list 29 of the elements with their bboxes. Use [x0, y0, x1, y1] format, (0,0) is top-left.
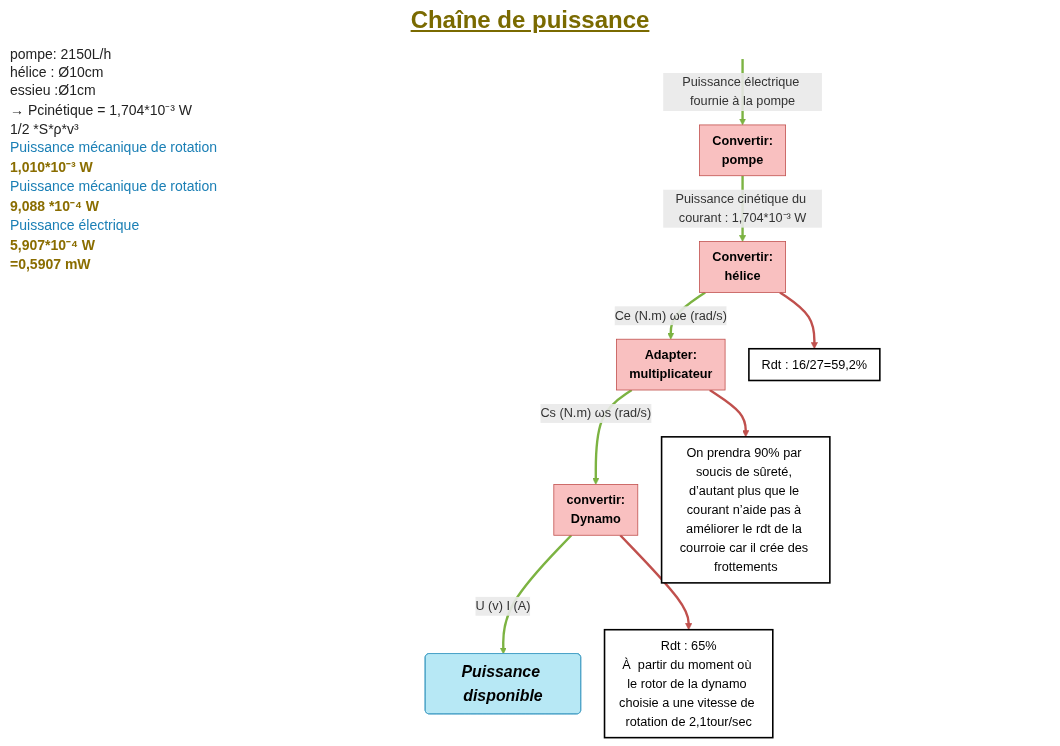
power-value: 9,088 *10⁻⁴ W [10, 197, 100, 215]
spec-note: → Pcinétique = 1,704*10⁻³ W [10, 101, 194, 119]
power-label: Puissance électrique [10, 217, 141, 233]
edge-label: Ce (N.m) ωe (rad/s) [614, 308, 727, 323]
node-box: Convertir: pompe [699, 124, 786, 177]
power-label: Puissance mécanique de rotation [10, 139, 219, 155]
edge-label: U (v) I (A) [475, 599, 531, 613]
node-box: Rdt : 16/27=59,2% [748, 347, 881, 382]
power-value: 5,907*10⁻⁴ W [10, 236, 97, 254]
edge-label: Cs (N.m) ωs (rad/s) [540, 406, 652, 420]
spec-note: pompe: 2150L/h [10, 46, 113, 62]
power-value: =0,5907 mW [10, 256, 92, 272]
node-box: Rdt : 65% À partir du moment où le rotor de la dynamo choisie a une vitesse de rotation de 2,1tour/sec [603, 628, 774, 739]
node-box: On prendra 90% par soucis de sûreté, d’autant plus que le courant n’aide pas à améliorer le rdt de la courroie car il crée des frottements [660, 436, 831, 584]
node-box: Convertir: hélice [699, 241, 786, 293]
diagram-title: Chaîne de puissance [409, 6, 651, 34]
node-box: Adapter: multiplicateur [616, 338, 726, 391]
arrow [499, 534, 573, 655]
arrow [619, 534, 693, 631]
node-box: convertir: Dynamo [553, 484, 639, 536]
formula-label: 1/2 *S*ρ*v³ [10, 121, 80, 137]
arrow [709, 389, 750, 438]
spec-note: hélice : Ø10cm [10, 64, 105, 80]
edge-label: Puissance cinétique du courant : 1,704*10⁻³ W [675, 191, 807, 225]
power-value: 1,010*10⁻³ W [10, 158, 94, 176]
spec-note: essieu :Ø1cm [10, 82, 97, 98]
power-label: Puissance mécanique de rotation [10, 178, 219, 194]
edge-label: Puissance électrique fournie à la pompe [682, 75, 800, 108]
arrow [779, 291, 818, 350]
